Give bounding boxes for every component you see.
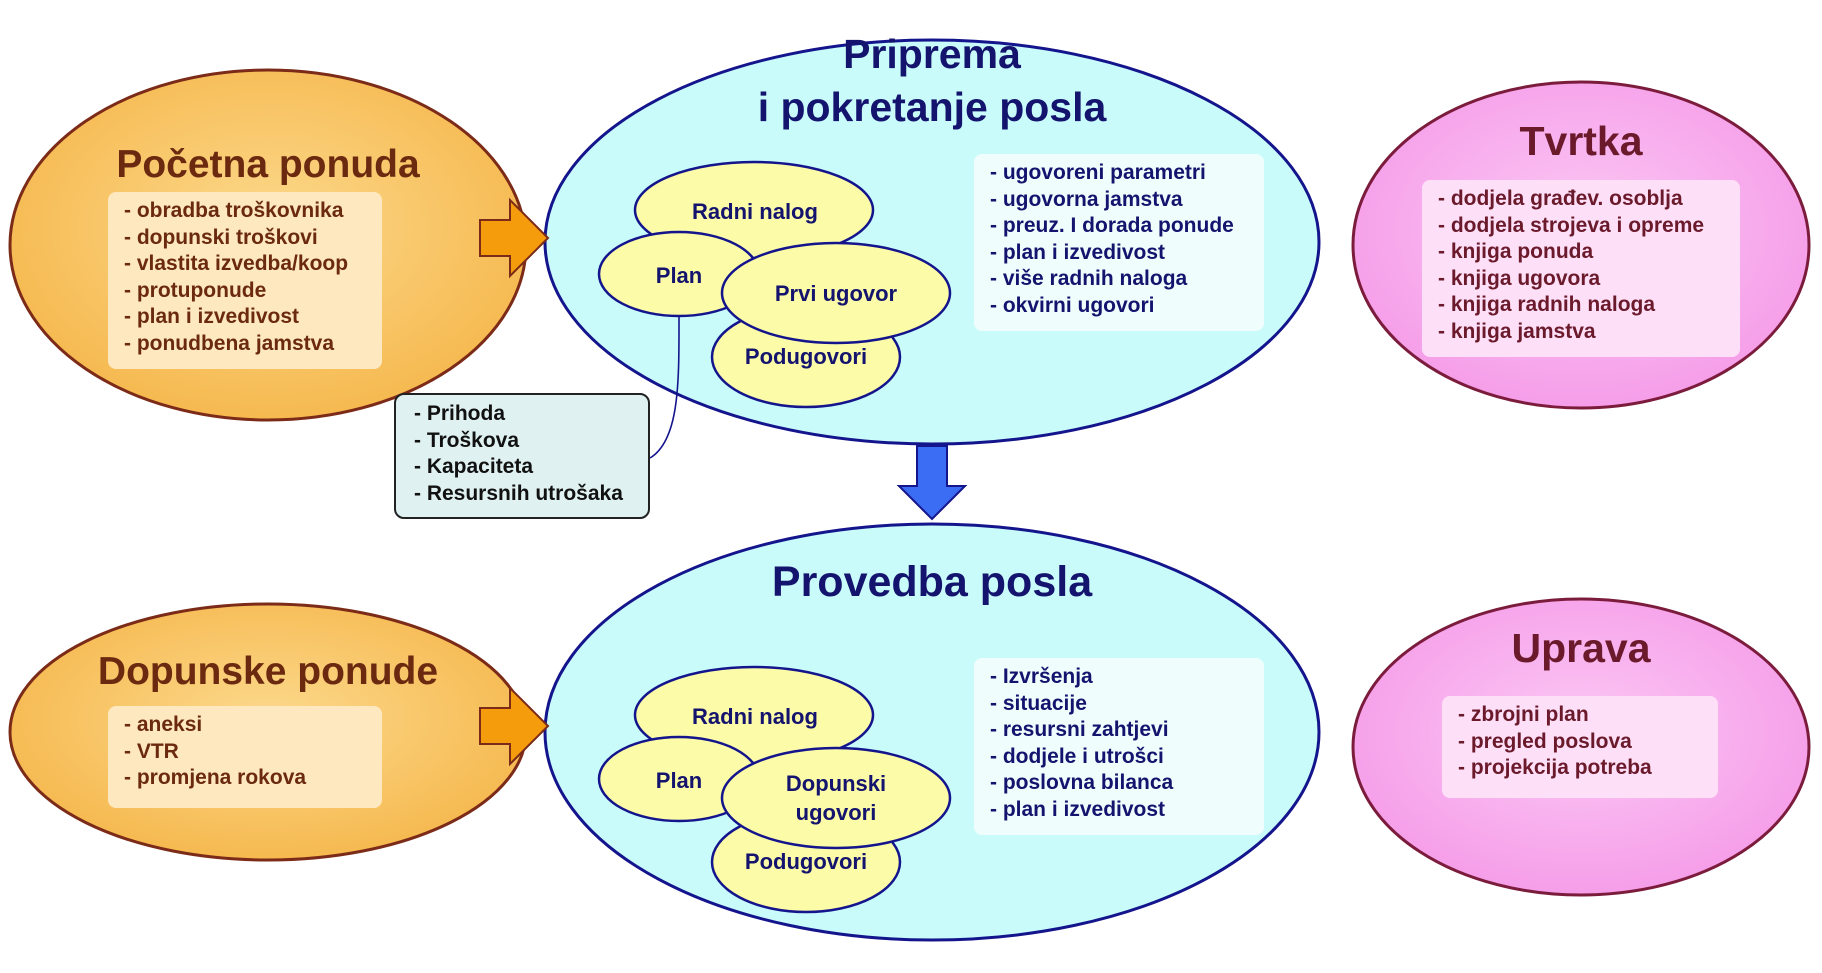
additional-offers-panel: - aneksi - VTR - promjena rokova bbox=[108, 706, 382, 808]
preparation-item: - ugovoreni parametri bbox=[990, 161, 1206, 184]
initial-offer-item: - obradba troškovnika bbox=[124, 199, 344, 222]
execution-additional-contracts-line2: ugovori bbox=[795, 799, 877, 825]
plan-note-item: - Prihoda bbox=[414, 402, 506, 425]
company-panel: - dodjela građev. osoblja - dodjela stro… bbox=[1422, 180, 1740, 357]
additional-offers-title: Dopunske ponude bbox=[97, 650, 439, 693]
management-item: - zbrojni plan bbox=[1458, 703, 1589, 726]
initial-offer-item: - vlastita izvedba/koop bbox=[124, 252, 349, 275]
execution-item: - plan i izvedivost bbox=[990, 797, 1166, 821]
company-list: - dodjela građev. osoblja - dodjela stro… bbox=[1438, 186, 1724, 345]
arrow-additional-to-execution bbox=[479, 685, 550, 767]
preparation-item: - ugovorna jamstva bbox=[990, 187, 1183, 211]
arrow-initial-to-preparation bbox=[479, 197, 550, 279]
management-panel: - zbrojni plan - pregled poslova - proje… bbox=[1442, 696, 1718, 798]
execution-additional-contracts-oval bbox=[720, 746, 952, 850]
company-item: - dodjela strojeva i opreme bbox=[1438, 213, 1705, 237]
additional-offers-item: - aneksi bbox=[124, 713, 203, 736]
execution-item: - dodjele i utrošci bbox=[990, 744, 1164, 768]
company-item: - dodjela građev. osoblja bbox=[1438, 187, 1683, 210]
preparation-item: - više radnih naloga bbox=[990, 267, 1188, 290]
preparation-title-line1: Priprema bbox=[843, 31, 1021, 77]
execution-additional-contracts-label: Dopunski ugovori bbox=[736, 770, 936, 827]
execution-title: Provedba posla bbox=[771, 558, 1093, 606]
preparation-first-contract-label: Prvi ugovor bbox=[774, 281, 898, 306]
preparation-first-contract-oval bbox=[720, 241, 952, 345]
execution-item: - poslovna bilanca bbox=[990, 771, 1174, 794]
company-title: Tvrtka bbox=[1519, 118, 1643, 164]
execution-plan-label: Plan bbox=[655, 768, 703, 793]
management-list: - zbrojni plan - pregled poslova - proje… bbox=[1458, 702, 1702, 782]
execution-item: - resursni zahtjevi bbox=[990, 718, 1169, 741]
initial-offer-item: - dopunski troškovi bbox=[124, 225, 318, 249]
management-title: Uprava bbox=[1511, 625, 1651, 671]
execution-panel: - Izvršenja - situacije - resursni zahtj… bbox=[974, 658, 1264, 835]
execution-list: - Izvršenja - situacije - resursni zahtj… bbox=[990, 664, 1248, 823]
initial-offer-item: - plan i izvedivost bbox=[124, 305, 300, 328]
execution-additional-contracts-line1: Dopunski bbox=[785, 771, 887, 796]
plan-note-item: - Kapaciteta bbox=[414, 455, 534, 478]
management-item: - projekcija potreba bbox=[1458, 756, 1652, 779]
initial-offer-list: - obradba troškovnika - dopunski troškov… bbox=[124, 198, 366, 357]
plan-note: - Prihoda - Troškova - Kapaciteta - Resu… bbox=[394, 393, 650, 519]
execution-item: - Izvršenja bbox=[990, 665, 1093, 688]
initial-offer-item: - protuponude bbox=[124, 278, 267, 302]
additional-offers-item: - promjena rokova bbox=[124, 766, 307, 789]
additional-offers-list: - aneksi - VTR - promjena rokova bbox=[124, 712, 366, 792]
initial-offer-panel: - obradba troškovnika - dopunski troškov… bbox=[108, 192, 382, 369]
preparation-plan-label: Plan bbox=[655, 263, 703, 288]
plan-note-item: - Resursnih utrošaka bbox=[414, 481, 623, 505]
company-item: - knjiga ugovora bbox=[1438, 266, 1601, 290]
preparation-subcontracts-label: Podugovori bbox=[744, 344, 868, 369]
company-item: - knjiga ponuda bbox=[1438, 240, 1594, 263]
preparation-item: - plan i izvedivost bbox=[990, 240, 1166, 264]
initial-offer-title: Početna ponuda bbox=[116, 143, 420, 186]
plan-note-item: - Troškova bbox=[414, 428, 520, 452]
additional-offers-item: - VTR bbox=[124, 739, 179, 763]
execution-work-order-label: Radni nalog bbox=[692, 704, 818, 729]
preparation-item: - okvirni ugovori bbox=[990, 293, 1155, 317]
company-item: - knjiga radnih naloga bbox=[1438, 293, 1656, 316]
management-item: - pregled poslova bbox=[1458, 729, 1632, 753]
initial-offer-item: - ponudbena jamstva bbox=[124, 331, 335, 355]
preparation-panel: - ugovoreni parametri - ugovorna jamstva… bbox=[974, 154, 1264, 331]
preparation-work-order-label: Radni nalog bbox=[692, 199, 818, 224]
plan-note-connector bbox=[649, 315, 680, 459]
preparation-item: - preuz. I dorada ponude bbox=[990, 214, 1234, 237]
company-item: - knjiga jamstva bbox=[1438, 319, 1596, 343]
arrow-preparation-to-execution bbox=[896, 445, 968, 521]
preparation-title: Priprema i pokretanje posla bbox=[620, 28, 1244, 134]
execution-subcontracts-label: Podugovori bbox=[744, 849, 868, 874]
preparation-title-line2: i pokretanje posla bbox=[757, 84, 1107, 130]
preparation-list: - ugovoreni parametri - ugovorna jamstva… bbox=[990, 160, 1248, 319]
execution-item: - situacije bbox=[990, 691, 1087, 715]
plan-note-list: - Prihoda - Troškova - Kapaciteta - Resu… bbox=[414, 401, 630, 507]
